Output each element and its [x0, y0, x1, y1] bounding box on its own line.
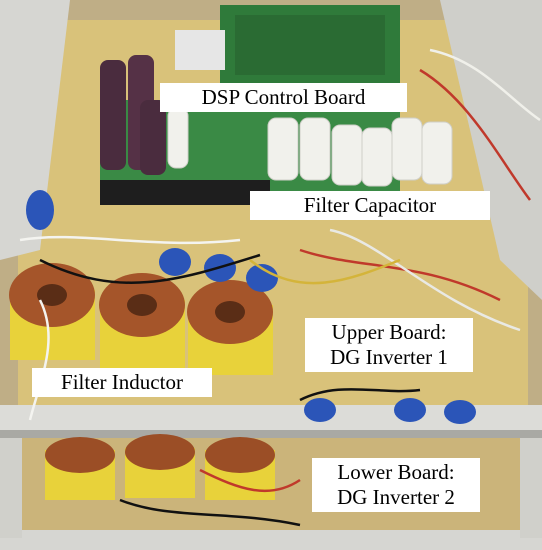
power-module [100, 180, 270, 205]
electrolytic-capacitors [100, 55, 166, 175]
wiring [19, 48, 541, 527]
current-sensors [26, 190, 476, 424]
label-filter-capacitor-text: Filter Capacitor [303, 193, 437, 217]
frame-shelf-edge [0, 430, 542, 438]
label-upper-board: Upper Board: DG Inverter 1 [305, 318, 473, 372]
label-upper-board-line1: Upper Board: [331, 320, 447, 344]
filter-capacitors [167, 107, 453, 187]
heatsink [175, 30, 225, 70]
frame-right [440, 0, 542, 300]
label-lower-board-line1: Lower Board: [337, 460, 455, 484]
label-filter-capacitor: Filter Capacitor [250, 191, 490, 220]
label-upper-board-line2: DG Inverter 1 [330, 345, 448, 369]
label-filter-inductor-text: Filter Inductor [61, 370, 183, 394]
label-dsp-control-board-text: DSP Control Board [201, 85, 366, 109]
label-lower-board-line2: DG Inverter 2 [337, 485, 455, 509]
label-lower-board: Lower Board: DG Inverter 2 [312, 458, 480, 512]
label-filter-inductor: Filter Inductor [32, 368, 212, 397]
filter-inductors-lower [45, 434, 275, 500]
filter-inductors-upper [9, 263, 273, 375]
frame-bottom [0, 530, 542, 550]
label-dsp-control-board: DSP Control Board [160, 83, 407, 112]
dsp-board-chips [235, 15, 385, 75]
frame-post-right [520, 438, 542, 538]
frame-left [0, 0, 70, 260]
frame-post-left [0, 438, 22, 538]
